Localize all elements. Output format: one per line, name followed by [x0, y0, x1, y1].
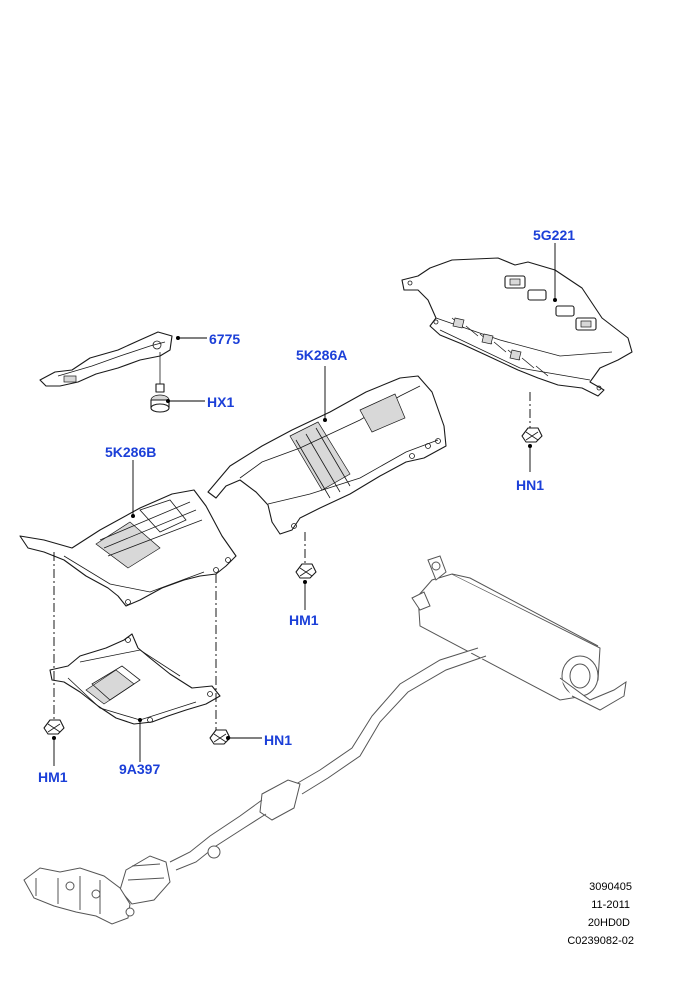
clip-hn1-right — [521, 427, 543, 443]
label-hm1-center: HM1 — [289, 612, 319, 628]
heat-shield-5k286b — [19, 489, 237, 607]
heat-shield-5k286a — [207, 375, 447, 535]
bracket-6775 — [39, 331, 173, 387]
label-hn1-right: HN1 — [516, 477, 544, 493]
label-hm1-left: HM1 — [38, 769, 68, 785]
label-9a397: 9A397 — [119, 761, 160, 777]
leader-lines — [52, 243, 557, 766]
heat-shield-5g221 — [401, 257, 633, 397]
reference-line-3: 20HD0D — [588, 917, 630, 929]
label-5k286a: 5K286A — [296, 347, 347, 363]
label-6775: 6775 — [209, 331, 240, 347]
shield-ribs — [451, 317, 549, 377]
label-5g221: 5G221 — [533, 227, 575, 243]
heat-shield-9a397 — [49, 633, 221, 725]
label-hn1-lower: HN1 — [264, 732, 292, 748]
reference-line-1: 3090405 — [589, 881, 632, 893]
exhaust-system — [23, 555, 627, 925]
bolt-hx1 — [150, 352, 170, 413]
label-hx1: HX1 — [207, 394, 234, 410]
clip-hm1-left — [43, 719, 65, 735]
reference-line-2: 11-2011 — [591, 899, 630, 911]
reference-block: 3090405 11-2011 20HD0D C0239082-02 — [567, 881, 634, 947]
part-labels: 5G221 6775 HX1 5K286A HN1 5K286B HM1 HN1… — [38, 227, 575, 785]
label-5k286b: 5K286B — [105, 444, 156, 460]
reference-line-4: C0239082-02 — [567, 935, 634, 947]
clip-hm1-center — [295, 563, 317, 579]
mounting-tabs — [504, 275, 597, 331]
